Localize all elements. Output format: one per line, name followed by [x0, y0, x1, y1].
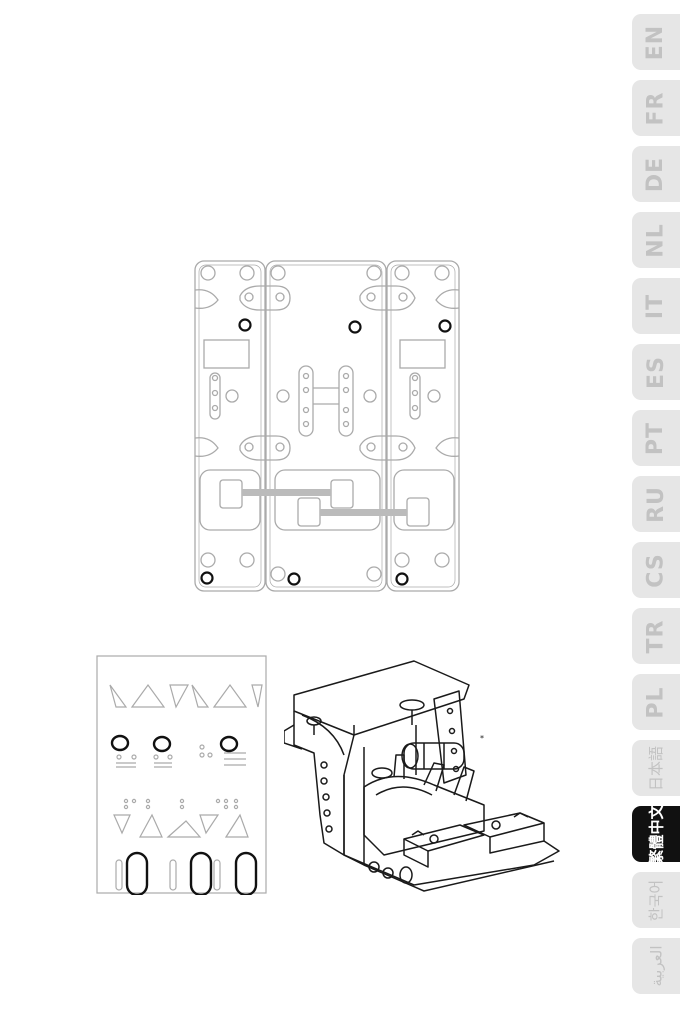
tab-ja[interactable]: 日本語: [632, 740, 680, 796]
tab-zh-tw[interactable]: 繁體中文: [632, 806, 680, 862]
tab-nl[interactable]: NL: [632, 212, 680, 268]
tab-ru[interactable]: RU: [632, 476, 680, 532]
tab-cs[interactable]: CS: [632, 542, 680, 598]
tab-it[interactable]: IT: [632, 278, 680, 334]
bottom-plate-diagram: [96, 655, 268, 895]
svg-text:*: *: [480, 734, 484, 743]
base-plate-diagram: [190, 258, 465, 594]
throttle-quadrant-illustration: *: [284, 655, 569, 895]
tab-pl[interactable]: PL: [632, 674, 680, 730]
tab-es[interactable]: ES: [632, 344, 680, 400]
tab-ko[interactable]: 한국어: [632, 872, 680, 928]
tab-tr[interactable]: TR: [632, 608, 680, 664]
language-tab-bar: EN FR DE NL IT ES PT RU CS TR PL 日本語 繁體中…: [632, 14, 680, 1021]
tab-de[interactable]: DE: [632, 146, 680, 202]
tab-fr[interactable]: FR: [632, 80, 680, 136]
tab-pt[interactable]: PT: [632, 410, 680, 466]
tab-ar[interactable]: العربية: [632, 938, 680, 994]
tab-en[interactable]: EN: [632, 14, 680, 70]
